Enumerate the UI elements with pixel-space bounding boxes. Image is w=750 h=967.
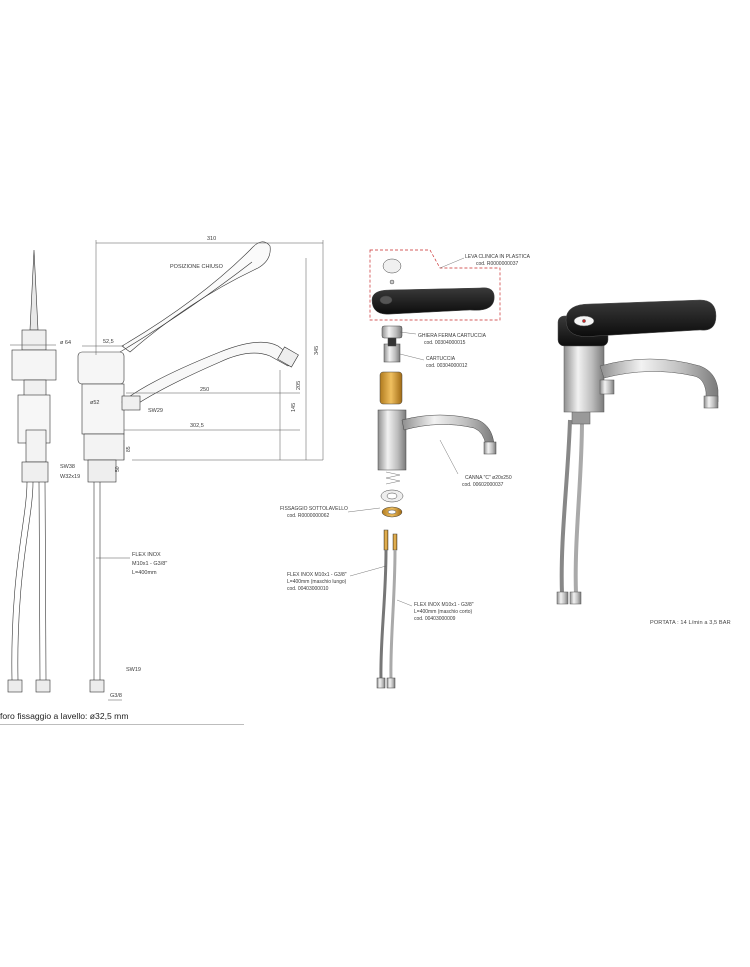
cartuccia-code: cod. 00304000012 <box>426 363 468 369</box>
canna-code: cod. 00602000037 <box>462 482 504 488</box>
side-view <box>7 249 57 693</box>
sw19-label: SW19 <box>126 667 141 673</box>
sw29-label: SW29 <box>148 408 163 414</box>
flex-spec-label: M10x1 - G3/8" <box>132 561 167 567</box>
dim-d50: 50 <box>115 466 121 472</box>
flex-short-label: FLEX INOX M10x1 - G3/8" <box>414 602 474 608</box>
brass-part <box>379 371 403 405</box>
spout-c <box>401 414 495 447</box>
dim-d205: 205 <box>296 381 302 390</box>
flex-long-spec: L=400mm (maschio lungo) <box>287 579 347 585</box>
w32-label: W32x19 <box>60 474 80 480</box>
part-labels: LEVA CLINICA IN PLASTICA cod. R000000003… <box>280 254 531 622</box>
flow-rate-label: PORTATA : 14 L/min a 3,5 BAR <box>650 620 731 626</box>
flex-inox-label: FLEX INOX <box>132 552 161 558</box>
flex-long-label: FLEX INOX M10x1 - G3/8" <box>287 572 347 578</box>
dim-d345: 345 <box>314 346 320 355</box>
dim-d52: ø52 <box>90 400 99 406</box>
dim-d525: 52,5 <box>103 339 114 345</box>
flex-short-spec: L=400mm (maschio corto) <box>414 609 473 615</box>
leva-code: cod. R0000000037 <box>476 261 518 267</box>
exploded-view <box>347 249 501 689</box>
dim-d64: ø 64 <box>60 340 71 346</box>
posizione-chiuso-label: POSIZIONE CHIUSO <box>170 264 224 270</box>
dim-d310: 310 <box>207 236 216 242</box>
drawing-labels: 310 POSIZIONE CHIUSO 345 52,5 ø52 250 20… <box>60 236 320 699</box>
lever-cap <box>382 258 402 274</box>
cartridge-part <box>383 343 401 363</box>
cartuccia-label: CARTUCCIA <box>426 356 456 362</box>
flex-long-code: cod. 00403000010 <box>287 586 329 592</box>
dim-d3025: 302,5 <box>190 423 204 429</box>
product-render <box>556 299 719 605</box>
flex-short-code: cod. 00403000009 <box>414 616 456 622</box>
dim-d145: 145 <box>291 403 297 412</box>
front-drawing <box>77 240 324 701</box>
flex-length-label: L=400mm <box>132 570 157 576</box>
dim-d85: 85 <box>126 446 132 452</box>
ghiera-part <box>381 325 403 339</box>
tap-body <box>377 409 407 471</box>
dim-d250: 250 <box>200 387 209 393</box>
ghiera-code: cod. 00304000015 <box>424 340 466 346</box>
leva-label: LEVA CLINICA IN PLASTICA <box>465 254 531 260</box>
ghiera-label: GHIERA FERMA CARTUCCIA <box>418 333 487 339</box>
sw38-label: SW38 <box>60 464 75 470</box>
fissaggio-label: FISSAGGIO SOTTOLAVELLO <box>280 506 348 512</box>
clinical-lever <box>371 287 495 315</box>
g38-label: G3/8 <box>110 693 122 699</box>
fissaggio-code: cod. R0000000062 <box>287 513 329 519</box>
caption-divider <box>0 724 244 725</box>
canna-label: CANNA "C" ø20x250 <box>465 475 512 481</box>
sink-hole-caption: foro fissaggio a lavello: ø32,5 mm <box>0 711 129 721</box>
